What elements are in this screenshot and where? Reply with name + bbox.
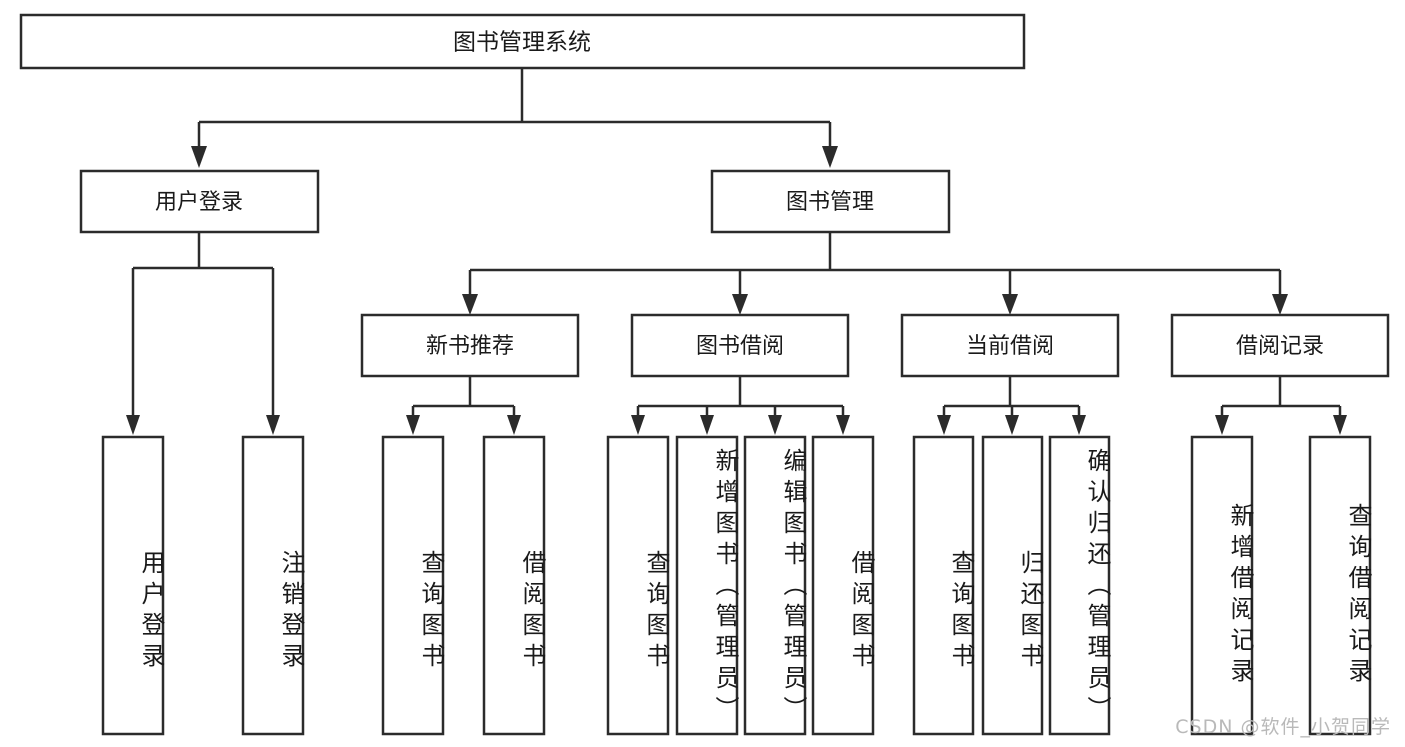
node-user-login-label: 用户登录 xyxy=(155,190,243,215)
node-current-borrow-label: 当前借阅 xyxy=(966,334,1054,359)
arrow-head-leaf-user-login-0 xyxy=(126,415,140,435)
leaf-box-new-book-1[interactable] xyxy=(482,435,546,736)
node-user-login[interactable]: 用户登录 xyxy=(79,169,320,234)
node-root-book-management-system[interactable]: 图书管理系统 xyxy=(19,13,1026,70)
node-book-borrow-box[interactable] xyxy=(630,313,850,378)
arrow-head-borrow-record xyxy=(1272,294,1288,315)
connector-group-book-manage xyxy=(462,232,1288,315)
leaf-box-book-borrow-0[interactable] xyxy=(606,435,670,736)
node-book-management[interactable]: 图书管理 xyxy=(710,169,951,234)
arrow-head-leaf-book-borrow-0 xyxy=(631,415,645,435)
arrow-head-leaf-current-borrow-1 xyxy=(1005,415,1019,435)
arrow-head-new-book xyxy=(462,294,478,315)
arrow-head-leaf-current-borrow-2 xyxy=(1072,415,1086,435)
arrow-head-leaf-book-borrow-1 xyxy=(700,415,714,435)
arrow-head-leaf-book-borrow-3 xyxy=(836,415,850,435)
node-current-borrow[interactable]: 当前借阅 xyxy=(900,313,1120,378)
arrow-head-leaf-current-borrow-0 xyxy=(937,415,951,435)
connector-group-user-login xyxy=(126,232,280,435)
node-new-book-recommend-label: 新书推荐 xyxy=(426,334,514,359)
node-borrow-record-label: 借阅记录 xyxy=(1236,334,1324,359)
arrow-head-leaf-borrow-record-1 xyxy=(1333,415,1347,435)
connector-group-borrow-record xyxy=(1215,376,1347,435)
node-root-box[interactable] xyxy=(19,13,1026,70)
connector-group-book-borrow xyxy=(631,376,850,435)
node-new-book-recommend-box[interactable] xyxy=(360,313,580,378)
node-book-management-box[interactable] xyxy=(710,169,951,234)
connector-group-root xyxy=(191,68,838,168)
node-root-label: 图书管理系统 xyxy=(453,30,591,56)
node-borrow-record[interactable]: 借阅记录 xyxy=(1170,313,1390,378)
leaf-box-current-borrow-1[interactable] xyxy=(981,435,1044,736)
arrow-head-leaf-borrow-record-0 xyxy=(1215,415,1229,435)
arrow-head-book-borrow xyxy=(732,294,748,315)
connector-group-new-book xyxy=(406,376,521,435)
arrow-head-user-login xyxy=(191,146,207,168)
leaf-box-current-borrow-0[interactable] xyxy=(912,435,975,736)
arrow-head-leaf-book-borrow-2 xyxy=(768,415,782,435)
watermark-text: CSDN @软件_小贺同学 xyxy=(1175,716,1391,738)
node-book-management-label: 图书管理 xyxy=(786,190,874,215)
arrow-head-leaf-new-book-0 xyxy=(406,415,420,435)
leaf-box-book-borrow-2[interactable] xyxy=(743,435,807,736)
connector-group-current-borrow xyxy=(937,376,1086,435)
leaf-box-user-login-0[interactable] xyxy=(101,435,165,736)
leaf-box-current-borrow-2[interactable] xyxy=(1048,435,1111,736)
node-borrow-record-box[interactable] xyxy=(1170,313,1390,378)
leaf-box-user-login-1[interactable] xyxy=(241,435,305,736)
arrow-head-leaf-user-login-1 xyxy=(266,415,280,435)
leaf-box-borrow-record-1[interactable] xyxy=(1308,435,1372,736)
arrow-head-leaf-new-book-1 xyxy=(507,415,521,435)
leaf-box-book-borrow-1[interactable] xyxy=(675,435,739,736)
leaf-box-new-book-0[interactable] xyxy=(381,435,445,736)
node-user-login-box[interactable] xyxy=(79,169,320,234)
node-book-borrow-label: 图书借阅 xyxy=(696,334,784,359)
node-current-borrow-box[interactable] xyxy=(900,313,1120,378)
arrow-head-book-manage xyxy=(822,146,838,168)
node-book-borrow[interactable]: 图书借阅 xyxy=(630,313,850,378)
node-new-book-recommend[interactable]: 新书推荐 xyxy=(360,313,580,378)
leaf-box-book-borrow-3[interactable] xyxy=(811,435,875,736)
leaf-box-borrow-record-0[interactable] xyxy=(1190,435,1254,736)
arrow-head-current-borrow xyxy=(1002,294,1018,315)
